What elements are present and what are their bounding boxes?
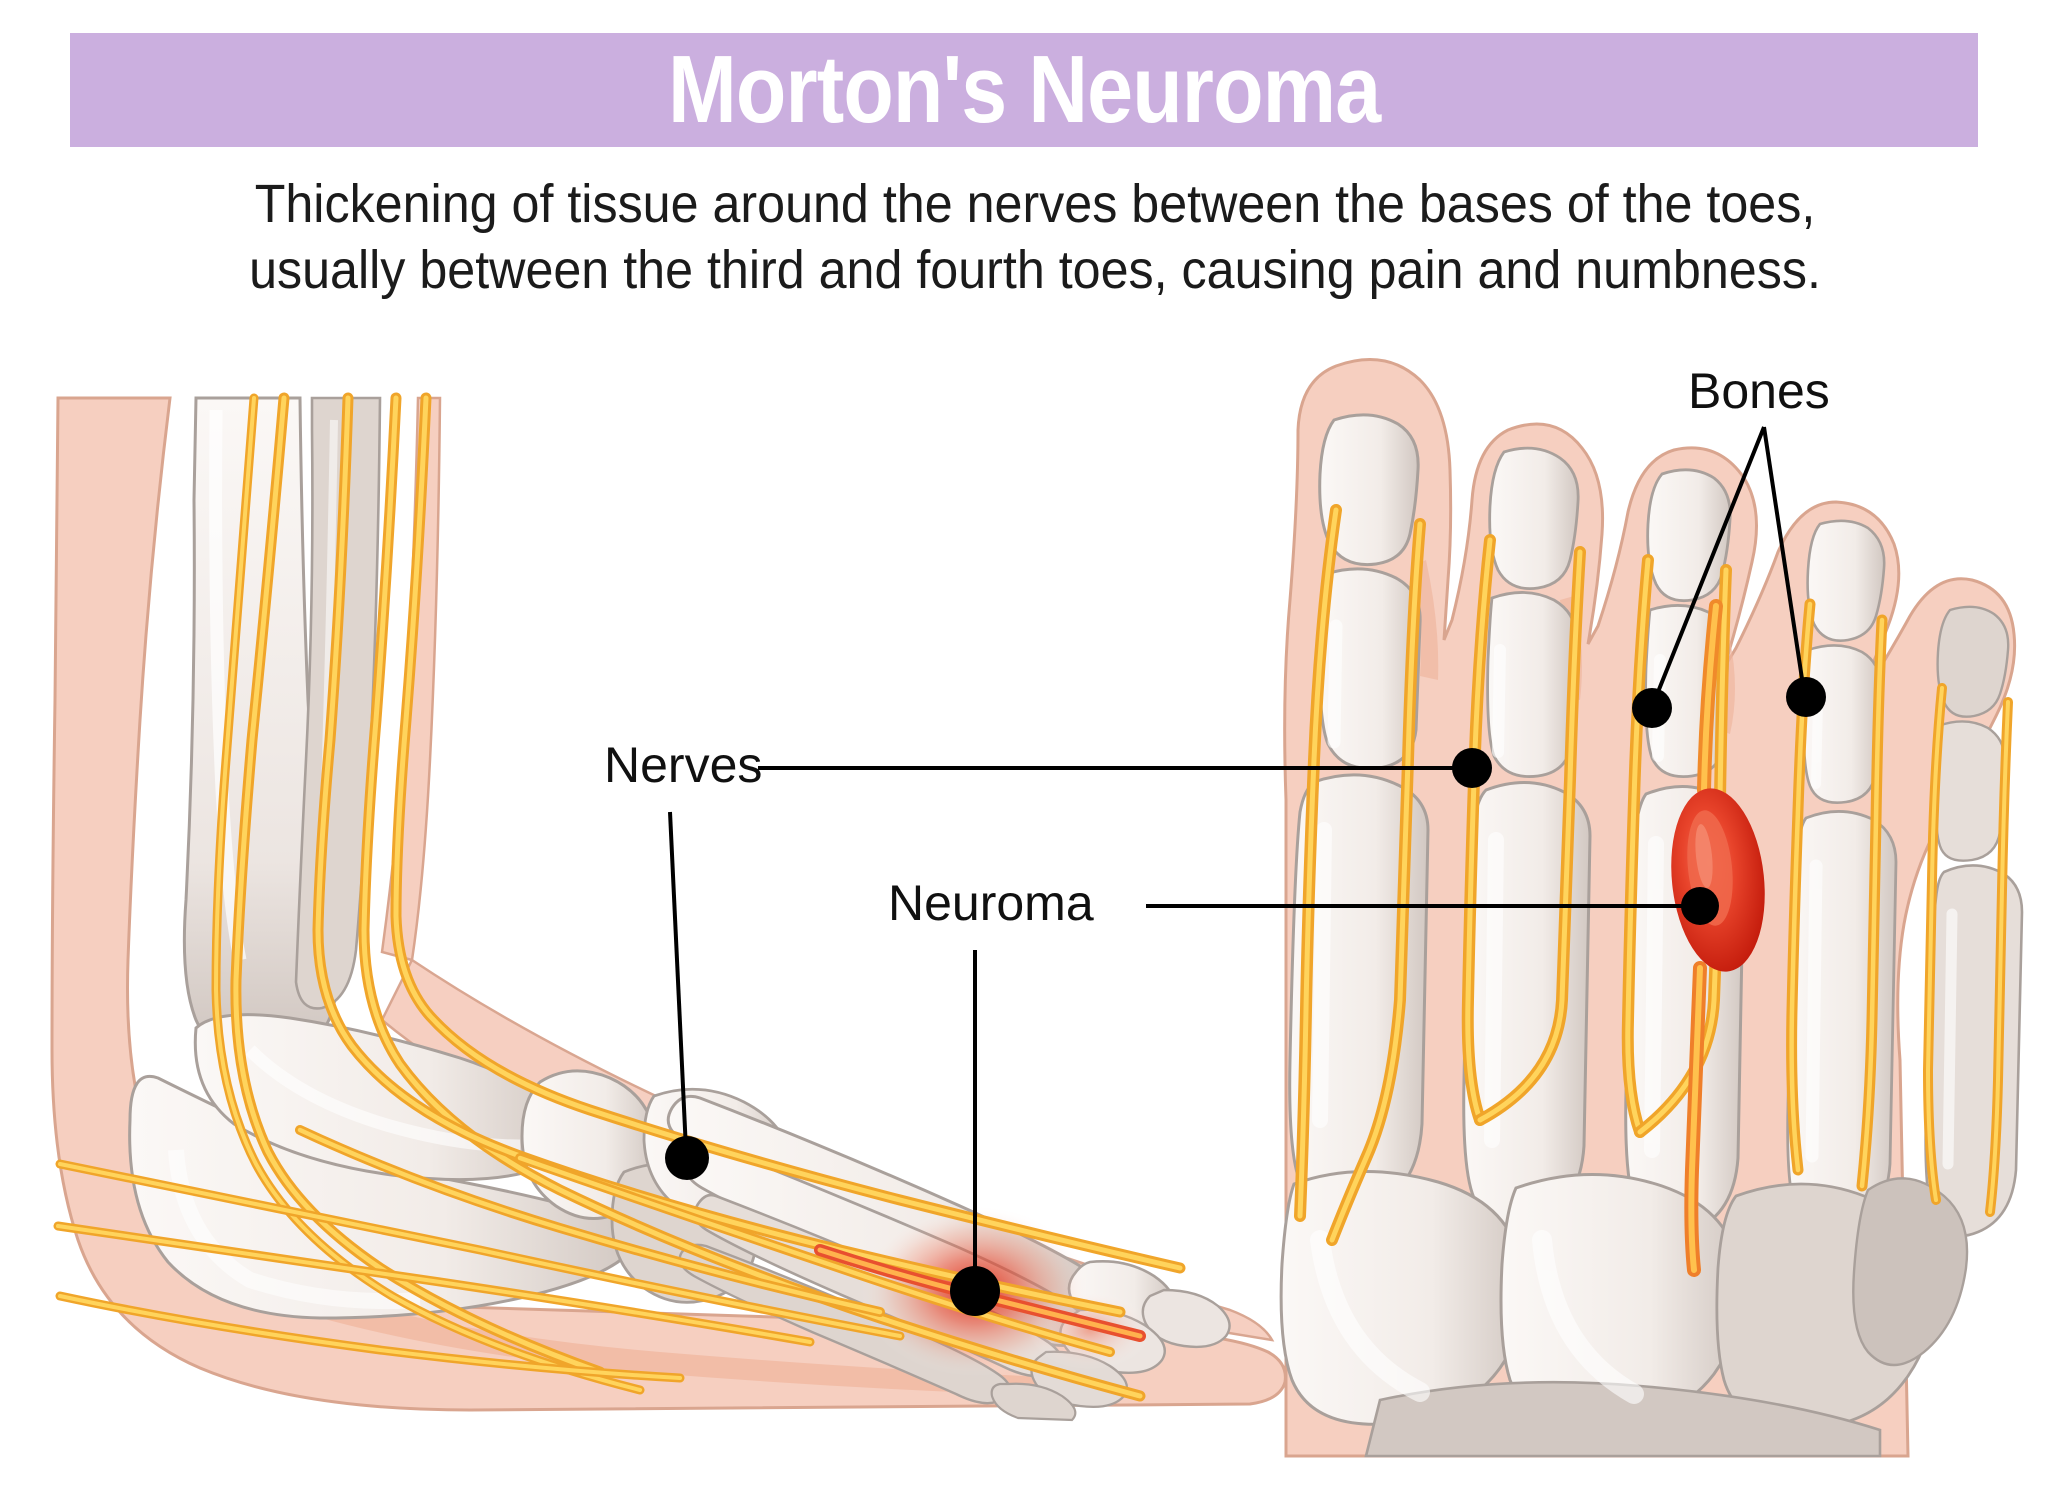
description-line-2: usually between the third and fourth toe…: [249, 239, 1821, 300]
nerves-leader-down: [668, 811, 688, 1151]
bones-leader-left: [1652, 426, 1766, 703]
tibia-highlight: [209, 409, 247, 962]
label-bones: Bones: [1688, 363, 1830, 419]
dot-bones-right: [1786, 677, 1826, 717]
description-text: Thickening of tissue around the nerves b…: [100, 172, 1970, 304]
label-nerves: Nerves: [604, 737, 763, 793]
callout-dots: [665, 677, 1826, 1316]
dorsal-tarsals: [1279, 1169, 1969, 1458]
calcaneus-highlight: [168, 1149, 421, 1310]
bones-leader-right: [1762, 426, 1806, 693]
dot-neuroma-lateral: [950, 1266, 1000, 1316]
lateral-nerves: [53, 392, 1186, 1402]
title-banner: Morton's Neuroma: [70, 33, 1978, 147]
dot-neuroma-dorsal: [1681, 887, 1719, 925]
dot-nerves-lateral: [665, 1136, 709, 1180]
page-title: Morton's Neuroma: [667, 36, 1381, 143]
dorsal-foot-view: [1279, 358, 2024, 1458]
callout-leaders: [668, 426, 1806, 1284]
dot-nerves-dorsal: [1452, 748, 1492, 788]
dot-bones-left: [1632, 688, 1672, 728]
label-neuroma: Neuroma: [888, 875, 1094, 931]
dorsal-bone-highlights: [1310, 619, 1958, 1404]
description-line-1: Thickening of tissue around the nerves b…: [254, 174, 1816, 234]
dorsal-affected-nerve: [1684, 599, 1723, 1277]
lateral-foot-view: [50, 392, 1287, 1422]
